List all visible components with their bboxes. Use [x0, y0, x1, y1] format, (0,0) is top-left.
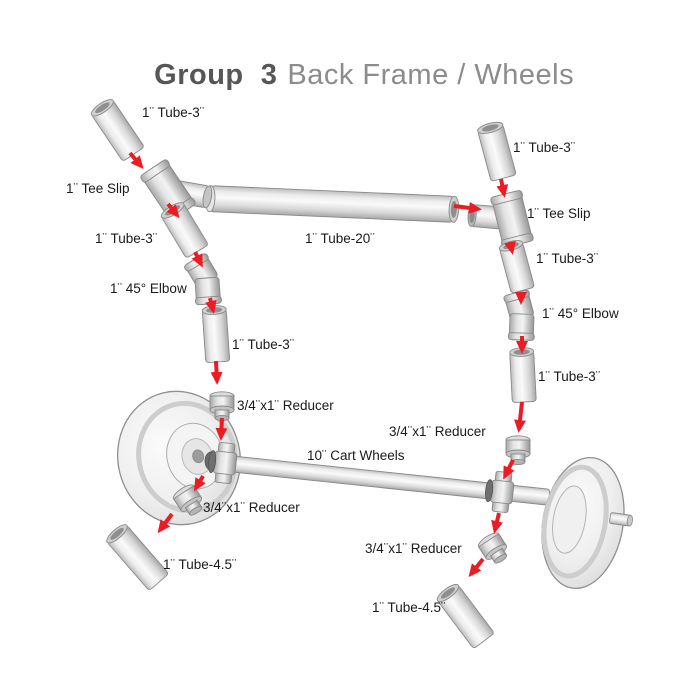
- tube-3-top-right-graphic: [477, 121, 517, 182]
- flow-arrow-icon: [514, 401, 526, 433]
- flow-arrow-icon: [191, 251, 203, 268]
- tee-slip-right-graphic: [467, 190, 534, 248]
- reducer-left-bottom-graphic: [172, 484, 203, 516]
- flow-arrow-icon: [491, 512, 503, 534]
- reducer-left-top-graphic: [209, 391, 235, 422]
- flow-arrow-icon: [193, 474, 206, 492]
- tube-3-left-3-graphic: [201, 305, 231, 364]
- label-tee-slip-left: 1¨ Tee Slip: [66, 181, 130, 196]
- assembly-arrows: [128, 151, 528, 578]
- label-reducer-left-bottom: 3/4¨x1¨ Reducer: [203, 500, 300, 515]
- flow-arrow-icon: [157, 512, 174, 534]
- page-title-name: Back Frame / Wheels: [287, 59, 575, 91]
- tube-3-right-2-graphic: [498, 240, 535, 294]
- label-reducer-right-top: 3/4¨x1¨ Reducer: [389, 424, 486, 439]
- elbow-45-left-graphic: [184, 253, 222, 306]
- label-tube3-right-2: 1¨ Tube-3¨: [536, 251, 599, 266]
- label-tube45-right: 1¨ Tube-4.5¨: [372, 600, 446, 615]
- tube-3-left-2-graphic: [160, 202, 208, 258]
- cross-fitting-left-graphic: [208, 442, 238, 484]
- page-title: Group 3 Back Frame / Wheels: [0, 26, 694, 125]
- reducer-right-top-graphic: [505, 435, 531, 466]
- flow-arrow-icon: [496, 178, 509, 198]
- tube-3-right-3-graphic: [509, 347, 537, 403]
- flow-arrow-icon: [468, 557, 485, 578]
- label-tube3-left-3: 1¨ Tube-3¨: [232, 337, 295, 352]
- flow-arrow-icon: [503, 459, 515, 480]
- cross-fitting-right-graphic: [485, 471, 515, 513]
- label-tee-slip-right: 1¨ Tee Slip: [527, 206, 591, 221]
- flow-arrow-icon: [166, 202, 180, 219]
- flow-arrow-icon: [215, 417, 228, 441]
- flow-arrow-icon: [204, 297, 217, 314]
- label-reducer-left-top: 3/4¨x1¨ Reducer: [237, 398, 334, 413]
- tube-45-left-graphic: [106, 524, 169, 590]
- label-tube3-top-left: 1¨ Tube-3¨: [142, 105, 205, 120]
- label-elbow45-left: 1¨ 45° Elbow: [110, 281, 187, 296]
- wheel-right-graphic: [541, 456, 625, 590]
- label-tube3-top-right: 1¨ Tube-3¨: [513, 140, 576, 155]
- tube-3-top-left-graphic: [90, 99, 144, 161]
- flow-arrow-icon: [128, 151, 144, 170]
- label-elbow45-right: 1¨ 45° Elbow: [542, 306, 619, 321]
- reducer-right-bottom-graphic: [477, 532, 508, 564]
- label-tube3-left-2: 1¨ Tube-3¨: [95, 231, 158, 246]
- flow-arrow-icon: [210, 360, 223, 385]
- flow-arrow-icon: [504, 240, 516, 255]
- label-tube45-left: 1¨ Tube-4.5¨: [163, 557, 237, 572]
- page-title-group: Group 3: [154, 59, 278, 91]
- label-tube3-right-3: 1¨ Tube-3¨: [538, 369, 601, 384]
- tube-45-right-graphic: [436, 583, 494, 649]
- tube-20-graphic: [204, 185, 460, 223]
- label-cart-wheels: 10¨ Cart Wheels: [307, 448, 405, 463]
- label-tube20: 1¨ Tube-20¨: [305, 231, 375, 246]
- axle-stub-right-graphic: [609, 512, 633, 527]
- flow-arrow-icon: [453, 201, 482, 214]
- label-reducer-right-bottom: 3/4¨x1¨ Reducer: [365, 541, 462, 556]
